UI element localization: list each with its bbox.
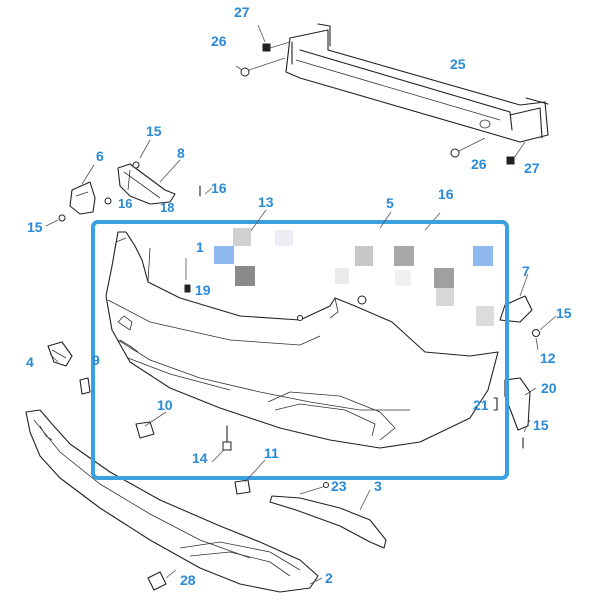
screw-16-left: [104, 197, 112, 205]
callout-15-left: 15: [27, 219, 43, 235]
nut-12: [532, 329, 540, 337]
callout-12: 12: [540, 350, 556, 366]
screw-15-right: [522, 419, 531, 449]
trim-strip: [269, 482, 387, 549]
callout-26-top: 26: [211, 33, 227, 49]
highlight-frame: [91, 220, 509, 480]
callout-13: 13: [258, 194, 274, 210]
bracket-10: [135, 421, 155, 439]
bracket-20: [504, 377, 537, 431]
callout-5: 5: [386, 195, 394, 211]
callout-25: 25: [450, 56, 466, 72]
callout-4: 4: [26, 354, 34, 370]
bracket-4: [47, 341, 73, 367]
obscured-labels: [214, 228, 494, 326]
callout-1: 1: [196, 239, 204, 255]
callout-21: 21: [473, 397, 489, 413]
nut-26-top: [240, 57, 286, 77]
rear-bumper-fascia: [105, 231, 499, 449]
callout-28: 28: [180, 572, 196, 588]
callout-9: 9: [92, 352, 100, 368]
screw-19: [184, 258, 191, 293]
bumper-reinforcement-beam: [285, 23, 549, 143]
bolt-14: [211, 425, 232, 463]
callout-7: 7: [522, 263, 530, 279]
callout-16-right: 16: [438, 186, 454, 202]
callout-27-top: 27: [234, 4, 250, 20]
bolt-27-top: [257, 24, 291, 52]
bracket-11: [234, 479, 251, 495]
clip-inner: [297, 295, 367, 321]
callout-16-mid: 16: [211, 180, 227, 196]
nut-26-right: [450, 137, 486, 158]
callout-15-top: 15: [146, 123, 162, 139]
callout-6: 6: [96, 148, 104, 164]
callout-3: 3: [374, 478, 382, 494]
leader-lines: [49, 65, 557, 585]
bracket-7: [499, 295, 533, 323]
callout-14: 14: [192, 450, 208, 466]
lower-valance: [25, 409, 319, 593]
callout-10: 10: [157, 397, 173, 413]
callout-18: 18: [160, 200, 174, 215]
bolt-27-right: [506, 141, 526, 165]
clip-15-top: [139, 139, 151, 159]
clip-28: [147, 569, 177, 591]
clip-9: [79, 377, 91, 395]
callout-2: 2: [325, 570, 333, 586]
bracket-8: [117, 161, 176, 205]
clip-21: [493, 397, 498, 411]
callout-20: 20: [541, 380, 557, 396]
callout-26-right: 26: [471, 156, 487, 172]
callout-27-right: 27: [524, 160, 540, 176]
callout-19: 19: [195, 282, 211, 298]
callout-23: 23: [331, 478, 347, 494]
bracket-6: [69, 181, 96, 215]
callout-16-left: 16: [118, 196, 132, 211]
callout-15-right-upper: 15: [556, 305, 572, 321]
callout-11: 11: [264, 445, 279, 461]
callout-8: 8: [177, 145, 185, 161]
screw-15-left: [45, 214, 66, 227]
callout-15-right-lower: 15: [533, 417, 549, 433]
